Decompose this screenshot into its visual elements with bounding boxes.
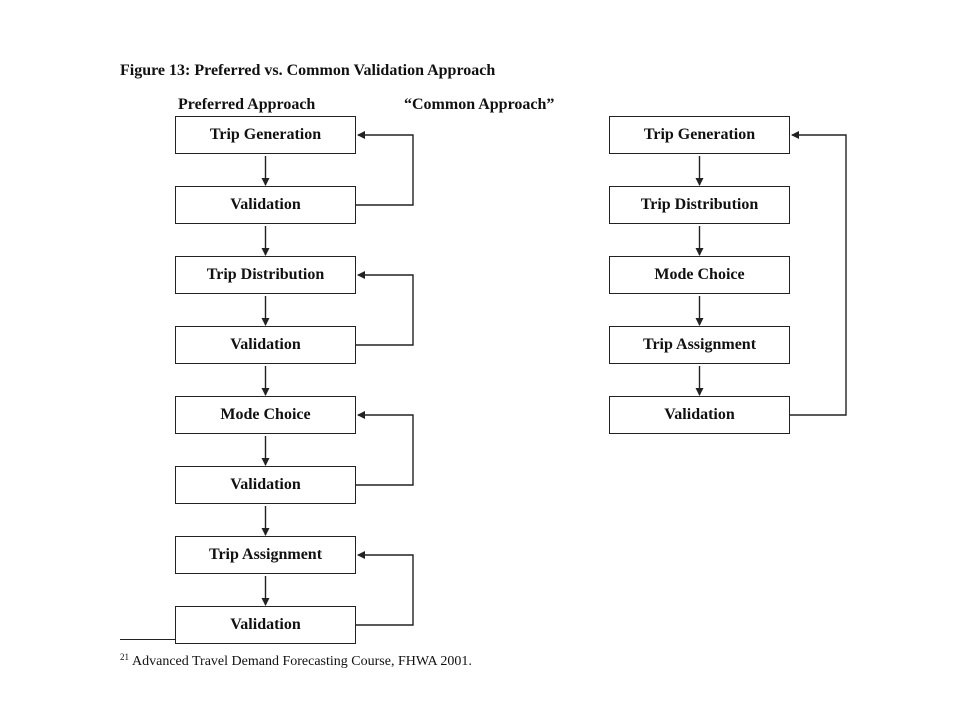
preferred-step-trip-assignment: Trip Assignment	[175, 536, 356, 574]
common-approach-heading: “Common Approach”	[404, 96, 555, 113]
common-step-validation: Validation	[609, 396, 790, 434]
preferred-step-mode-choice: Mode Choice	[175, 396, 356, 434]
preferred-step-validation-4: Validation	[175, 606, 356, 644]
common-step-trip-distribution: Trip Distribution	[609, 186, 790, 224]
feedback-loop-arrow	[356, 131, 414, 206]
feedback-loop-arrow	[356, 271, 414, 346]
footnote-text: Advanced Travel Demand Forecasting Cours…	[132, 654, 472, 669]
preferred-approach-heading: Preferred Approach	[178, 96, 316, 113]
common-step-trip-generation: Trip Generation	[609, 116, 790, 154]
feedback-loop-arrow	[356, 411, 414, 486]
feedback-loop-arrow	[356, 551, 414, 626]
common-step-mode-choice: Mode Choice	[609, 256, 790, 294]
preferred-step-trip-distribution: Trip Distribution	[175, 256, 356, 294]
feedback-loop-arrow	[790, 131, 847, 416]
preferred-step-validation-2: Validation	[175, 326, 356, 364]
footnote-marker: 21	[120, 652, 129, 662]
footnote-divider	[120, 639, 176, 640]
figure-title: Figure 13: Preferred vs. Common Validati…	[120, 62, 496, 79]
preferred-step-validation-1: Validation	[175, 186, 356, 224]
common-step-trip-assignment: Trip Assignment	[609, 326, 790, 364]
preferred-step-validation-3: Validation	[175, 466, 356, 504]
preferred-step-trip-generation: Trip Generation	[175, 116, 356, 154]
